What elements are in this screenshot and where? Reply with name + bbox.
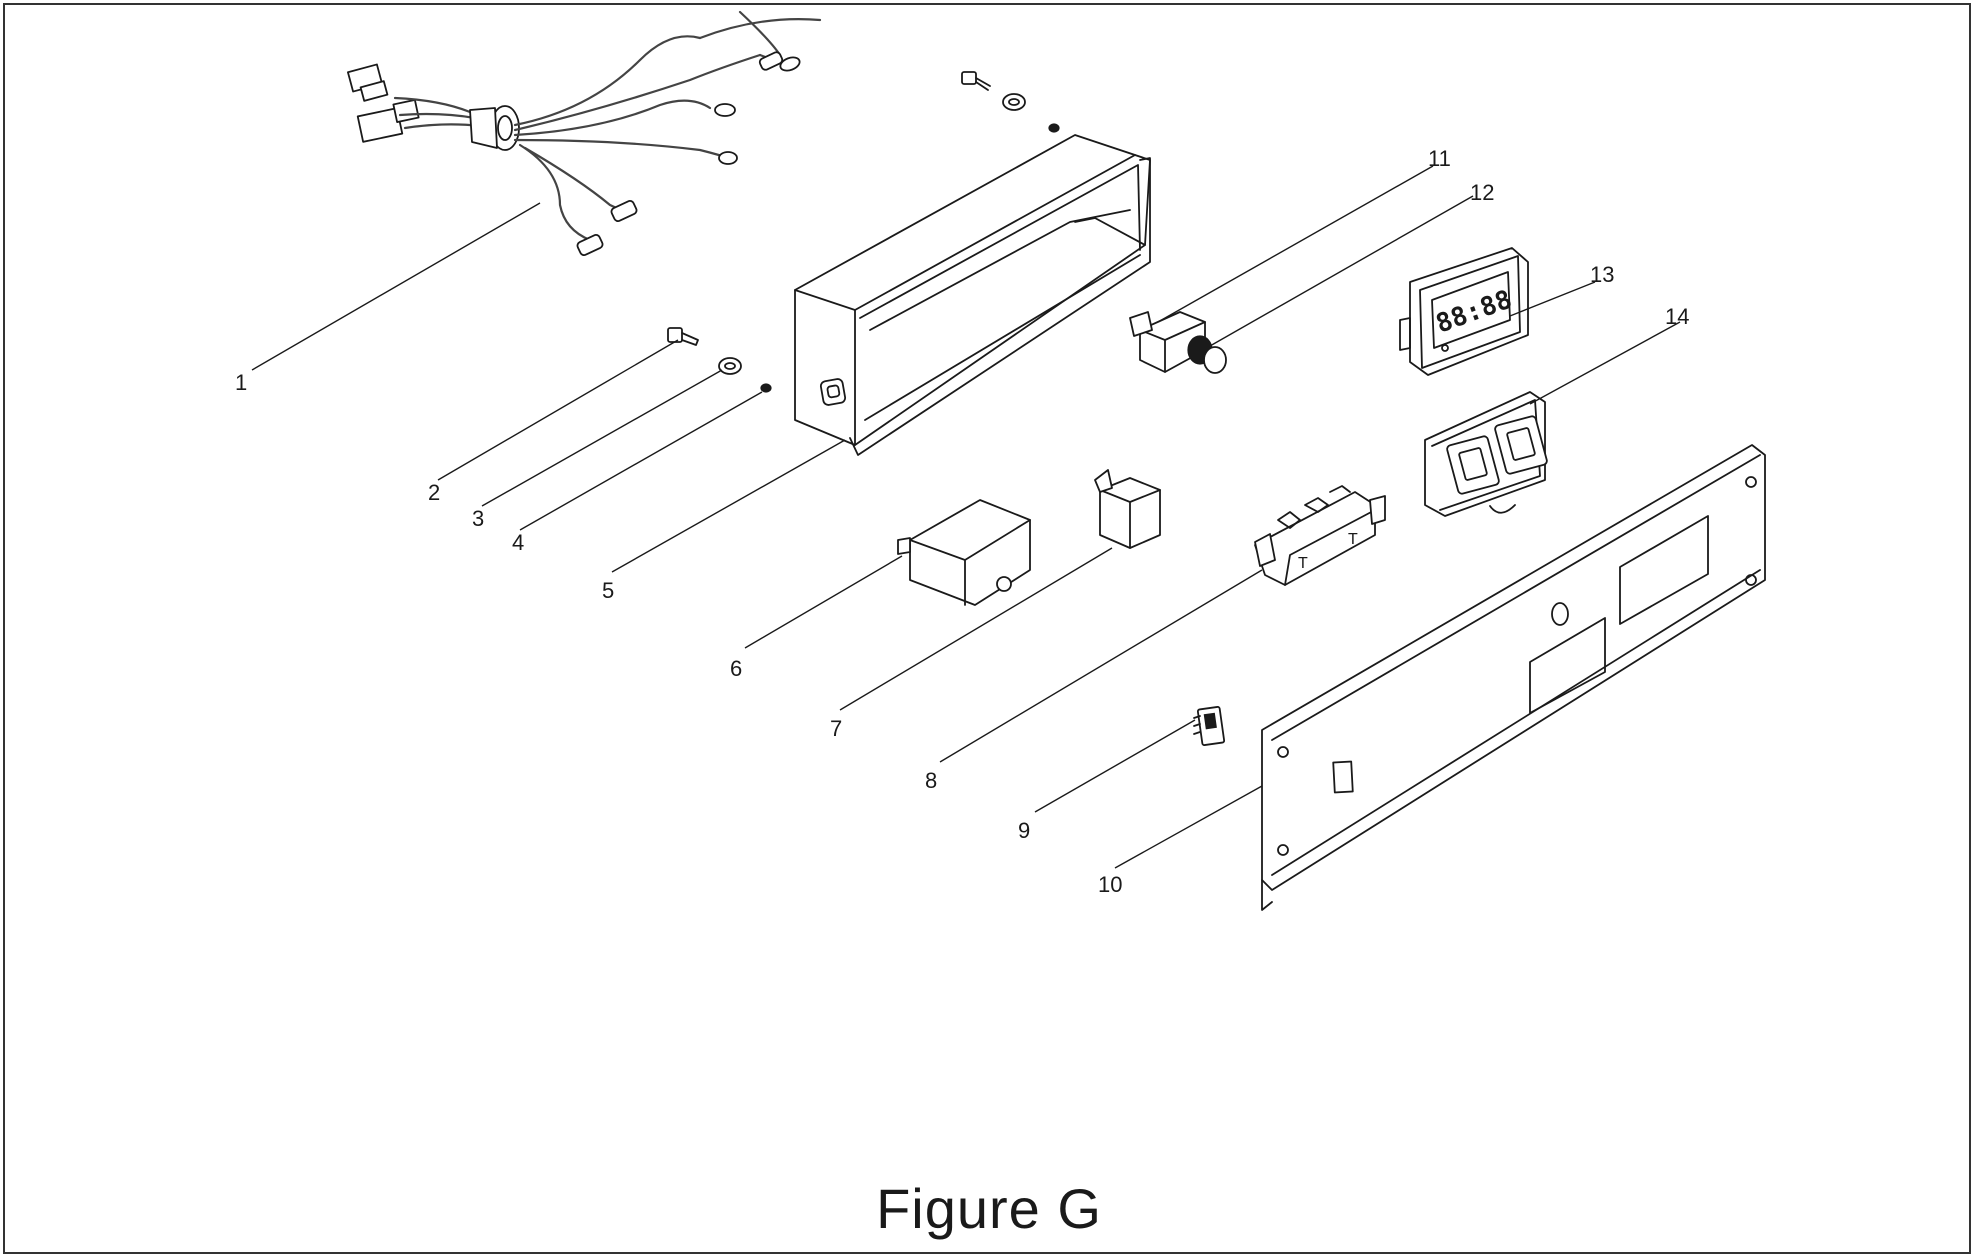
callout-5: 5: [602, 578, 614, 603]
callout-13: 13: [1590, 262, 1614, 287]
callout-11: 11: [1428, 146, 1451, 171]
part-12-knob: [1187, 335, 1227, 374]
part-8-duplex-outlet: T T: [1254, 485, 1386, 586]
callout-2: 2: [428, 480, 440, 505]
part-5-control-box-housing: [794, 134, 1151, 456]
part-1-wire-harness: [347, 10, 822, 256]
figure-title: Figure G: [876, 1177, 1102, 1240]
part-14-twist-lock-outlet: [1424, 391, 1548, 517]
outlet-ground-glyph-1: T: [1298, 555, 1308, 572]
part-4-nut: [760, 383, 772, 393]
part-6-component-box: [897, 499, 1031, 606]
callout-8: 8: [925, 768, 937, 793]
outlet-ground-glyph-2: T: [1348, 531, 1358, 548]
callout-12: 12: [1470, 180, 1494, 205]
figure-frame: [3, 3, 1971, 1254]
callout-4: 4: [512, 530, 524, 555]
callout-7: 7: [830, 716, 842, 741]
part-7-relay: [1094, 469, 1161, 549]
part-13-hour-meter: 88:88: [1399, 247, 1529, 376]
part-10-front-panel: [1261, 444, 1766, 911]
callout-6: 6: [730, 656, 742, 681]
upper-hardware: [961, 71, 1060, 133]
callout-3: 3: [472, 506, 484, 531]
callout-14: 14: [1665, 304, 1689, 329]
callout-10: 10: [1098, 872, 1122, 897]
callout-1: 1: [235, 370, 247, 395]
callout-9: 9: [1018, 818, 1030, 843]
callout-labels: 1 2 3 4 5 6 7 8 9 10 11 12 13 14: [235, 146, 1689, 897]
part-9-rocker-switch: [1193, 706, 1226, 746]
leader-lines: [251, 165, 1681, 869]
part-3-washer: [718, 357, 742, 375]
